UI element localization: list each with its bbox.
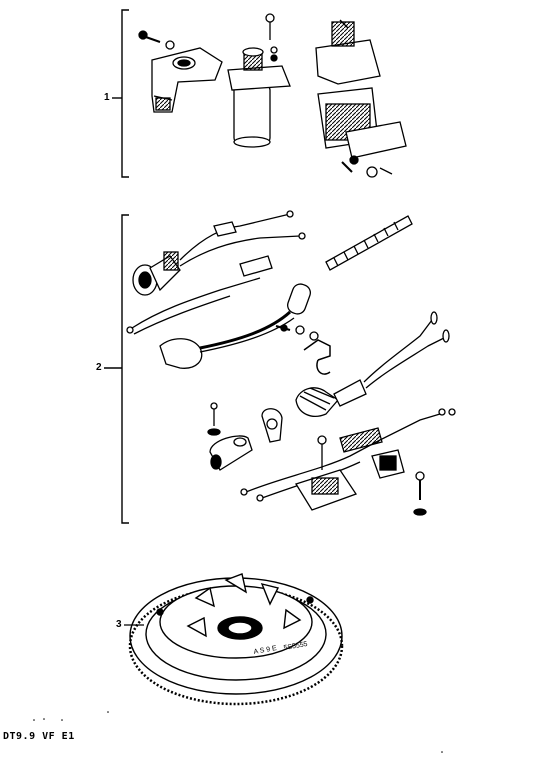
mounting-plate-part (138, 30, 223, 113)
ignition-coil-part (227, 13, 291, 148)
clamp-hardware-part (207, 402, 283, 471)
hook-clip-part (303, 339, 331, 375)
model-code-label: DT9.9 VF E1 (3, 731, 75, 742)
callout-2: 2 (96, 362, 102, 373)
switch-harness-part (126, 210, 306, 335)
group-2-bracket (104, 214, 129, 524)
plug-cap-lead-part (159, 283, 319, 369)
regulator-assembly-part (315, 19, 407, 178)
callout-3: 3 (116, 619, 122, 630)
flywheel-part (128, 573, 344, 706)
scan-specks (33, 711, 443, 753)
flywheel-mark-left: A S 9 E (253, 645, 278, 656)
harness-connector-part (240, 408, 456, 516)
coiled-tube-part (325, 215, 413, 271)
wire-boot-part (295, 311, 450, 417)
flywheel-mark-right: 5S5555 (283, 641, 308, 652)
callout-1: 1 (104, 92, 110, 103)
group-1-bracket (112, 9, 129, 178)
